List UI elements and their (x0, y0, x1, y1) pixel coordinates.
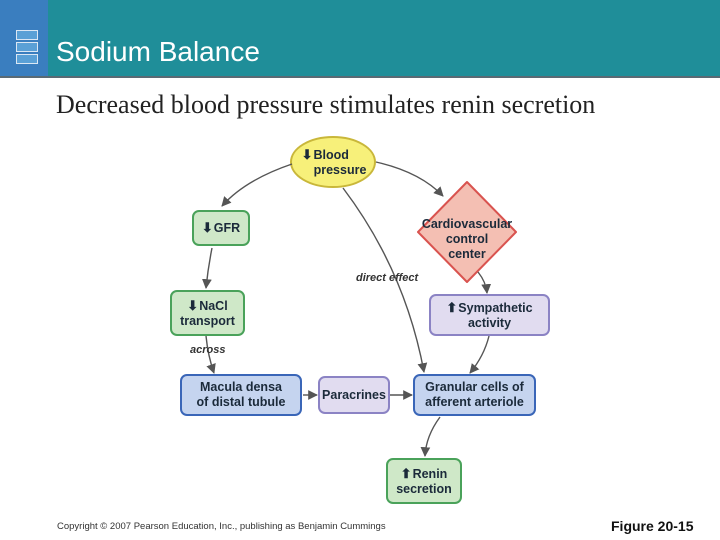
renin-label-1: Renin (412, 466, 448, 481)
gfr-label: GFR (213, 221, 241, 235)
header-accent-block (0, 0, 48, 76)
direct-effect-label: direct effect (356, 272, 419, 284)
arrow-bp-direct-to-granular (342, 187, 428, 373)
arrow-bp-to-cardio (375, 161, 444, 197)
copyright-text: Copyright © 2007 Pearson Education, Inc.… (57, 521, 386, 532)
slide-title: Sodium Balance (56, 36, 260, 67)
cardio-label-1: Cardiovascular (421, 216, 513, 231)
arrow-nacl-to-macula (205, 335, 216, 374)
stripe-icon (16, 42, 38, 52)
blood-pressure-label-1: Blood (313, 147, 349, 162)
macula-label-1: Macula densa (200, 380, 282, 394)
down-arrow-icon: ⬇ (187, 297, 199, 313)
blood-pressure-label-2: pressure (313, 162, 367, 177)
stripe-icon (16, 30, 38, 40)
paracrines-label: Paracrines (322, 387, 386, 402)
granular-cells-node: Granular cells of afferent arteriole (413, 374, 536, 416)
blood-pressure-node-shape (290, 136, 376, 188)
macula-label-2: of distal tubule (196, 395, 286, 409)
up-arrow-icon: ⬆ (446, 299, 458, 315)
arrow-cardio-to-symp (477, 271, 492, 294)
stripe-icon (16, 54, 38, 64)
blood-pressure-node: ⬇Blood pressure (293, 139, 375, 185)
nacl-label-1: NaCl (199, 298, 228, 313)
sympathetic-label-1: Sympathetic (458, 300, 533, 315)
granular-label-2: afferent arteriole (425, 395, 524, 409)
up-arrow-icon: ⬆ (400, 465, 412, 481)
down-arrow-icon: ⬇ (201, 220, 213, 235)
granular-label-1: Granular cells of (425, 380, 524, 394)
cardiovascular-node-shape (417, 181, 517, 283)
header-divider (0, 76, 720, 78)
arrow-granular-to-renin (420, 416, 441, 457)
across-label: across (190, 344, 226, 356)
renin-secretion-node: ⬆Renin secretion (386, 458, 462, 504)
cardio-label-2: control (445, 231, 489, 246)
arrow-bp-to-gfr (221, 163, 293, 207)
slide-subtitle: Decreased blood pressure stimulates reni… (56, 90, 596, 119)
figure-number: Figure 20-15 (611, 518, 694, 534)
gfr-node: ⬇GFR (192, 210, 250, 246)
cardiovascular-node: Cardiovascular control center (418, 214, 516, 264)
nacl-node: ⬇NaCl transport (170, 290, 245, 336)
down-arrow-icon: ⬇ (301, 146, 313, 162)
renin-label-2: secretion (396, 481, 452, 496)
cardio-label-3: center (448, 246, 486, 261)
paracrines-node: Paracrines (318, 376, 390, 414)
sympathetic-node: ⬆Sympathetic activity (429, 294, 550, 336)
nacl-label-2: transport (180, 313, 235, 328)
arrow-symp-to-granular (469, 335, 490, 374)
arrow-gfr-to-nacl (202, 247, 213, 289)
sympathetic-label-2: activity (467, 315, 512, 330)
macula-densa-node: Macula densa of distal tubule (180, 374, 302, 416)
slide-header (0, 0, 720, 76)
